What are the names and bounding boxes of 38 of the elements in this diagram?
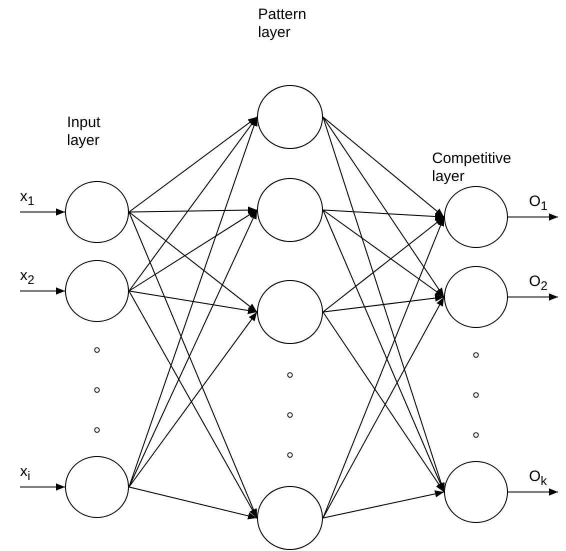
neuron-circle <box>444 266 508 328</box>
neuron-circle <box>257 178 323 242</box>
arrow <box>128 290 258 518</box>
arrow <box>20 287 66 295</box>
arrow <box>322 312 444 492</box>
arrow <box>508 293 558 301</box>
arrow <box>128 212 258 312</box>
arrow <box>322 116 444 298</box>
arrow <box>322 216 444 312</box>
layer-heading: Pattern layer <box>258 6 308 42</box>
arrow <box>322 210 444 220</box>
layer-heading: Input layer <box>67 114 102 150</box>
neuron-circle <box>65 456 129 518</box>
arrow <box>508 213 558 221</box>
arrow <box>322 296 444 518</box>
layer-heading: Competitive layer <box>432 150 512 186</box>
arrow <box>20 483 66 491</box>
neuron-circle <box>65 260 129 322</box>
neuron-circle <box>257 280 323 344</box>
arrow <box>322 490 444 518</box>
arrow <box>128 312 258 488</box>
neuron-circle <box>444 186 508 248</box>
arrow <box>128 486 258 520</box>
arrow <box>322 116 444 218</box>
neuron-circle <box>257 85 323 149</box>
arrow <box>128 290 258 314</box>
arrow <box>322 294 444 312</box>
arrow <box>128 116 258 488</box>
neuron-circle <box>444 461 508 523</box>
arrow <box>128 116 258 292</box>
arrow <box>128 206 258 214</box>
arrow <box>322 210 444 298</box>
neuron-circle <box>65 181 129 243</box>
arrow <box>508 488 558 496</box>
neuron-circle <box>257 486 323 550</box>
arrow <box>128 116 258 212</box>
arrow <box>20 208 66 216</box>
arrow <box>128 210 258 292</box>
